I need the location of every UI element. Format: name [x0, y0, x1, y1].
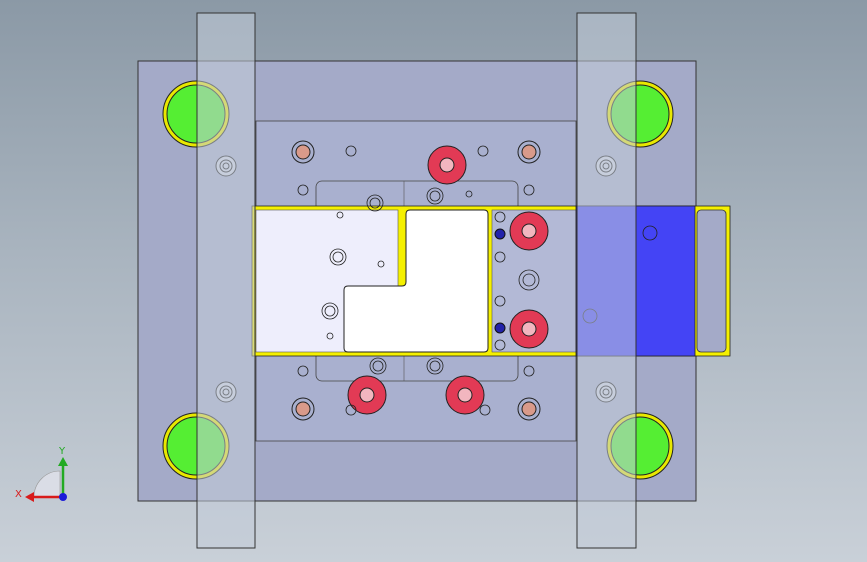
triad-x-label: X: [15, 489, 22, 500]
coordinate-triad: Y X: [15, 446, 68, 502]
ejector-pin-top[interactable]: [427, 145, 467, 185]
ejector-pin-bottom-right[interactable]: [445, 375, 485, 415]
small-holes: [297, 145, 540, 416]
blue-marker-upper: [494, 228, 506, 240]
triad-y-label: Y: [58, 446, 66, 457]
bolt-top-left[interactable]: [291, 140, 315, 164]
bolt-bottom-left[interactable]: [291, 397, 315, 421]
clamp-rail-left[interactable]: [196, 12, 256, 549]
bolt-top-right[interactable]: [517, 140, 541, 164]
slide-slot: [696, 209, 727, 353]
ejector-pin-right-upper[interactable]: [509, 211, 549, 251]
ejector-pin-bottom-left[interactable]: [347, 375, 387, 415]
z-axis-origin-icon: [59, 493, 67, 501]
l-shaped-cavity[interactable]: [343, 209, 489, 353]
blue-marker-lower: [494, 322, 506, 334]
bolt-bottom-right[interactable]: [517, 397, 541, 421]
clamp-rail-right[interactable]: [576, 12, 637, 549]
ejector-pin-right-lower[interactable]: [509, 309, 549, 349]
